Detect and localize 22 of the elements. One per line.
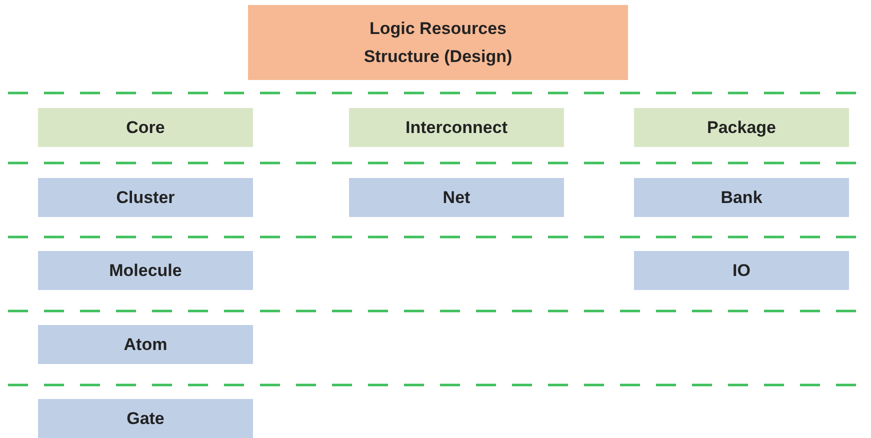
box-label: Atom: [124, 334, 168, 354]
category-box: [349, 108, 564, 147]
box-label: Bank: [720, 188, 762, 208]
box-label: Gate: [126, 408, 164, 428]
resource-box: [38, 178, 253, 217]
resource-box: [38, 325, 253, 364]
resource-box: [634, 178, 849, 217]
box-label: Core: [126, 118, 165, 138]
resource-box: [38, 399, 253, 438]
box-label: Cluster: [116, 188, 175, 208]
resource-box: [634, 251, 849, 290]
category-box: [38, 108, 253, 147]
category-box: [634, 108, 849, 147]
box-label: Molecule: [109, 260, 182, 280]
box-label: Interconnect: [405, 118, 508, 138]
box-label: Logic Resources Structure (Design): [362, 18, 514, 68]
title-box: [248, 5, 628, 80]
box-label: Net: [442, 188, 470, 208]
box-label: IO: [732, 260, 750, 280]
box-label: Package: [707, 118, 776, 138]
resource-box: [38, 251, 253, 290]
resource-box: [349, 178, 564, 217]
